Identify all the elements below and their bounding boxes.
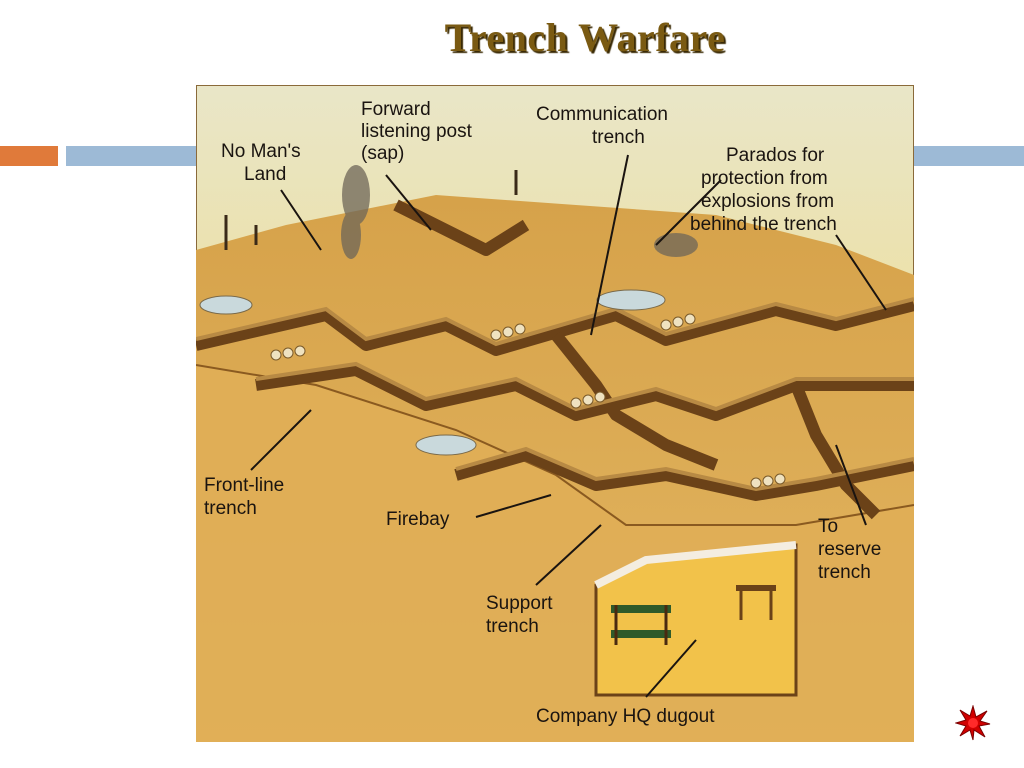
reserve-trench-line [790,382,881,520]
hq-dugout-illustration [594,541,798,697]
communication-trench-line [551,331,719,471]
red-star-burst-icon[interactable] [954,704,991,741]
svg-text:reserve: reserve [818,539,881,560]
svg-text:Company HQ dugout: Company HQ dugout [536,706,715,727]
label-to-reserve-trench: To reserve trench [818,516,881,583]
svg-text:trench: trench [818,562,871,583]
svg-text:Land: Land [244,164,286,185]
svg-text:No Man's: No Man's [221,141,301,162]
svg-text:Firebay: Firebay [386,509,450,530]
svg-text:Communication: Communication [536,104,668,125]
label-communication-trench: Communication trench [536,104,668,148]
svg-text:Forward: Forward [361,99,431,120]
label-support-trench: Support trench [486,593,553,637]
svg-text:Support: Support [486,593,553,614]
svg-text:trench: trench [592,127,645,148]
front-line-trench-line [196,299,914,356]
svg-text:To: To [818,516,838,537]
svg-text:trench: trench [486,616,539,637]
svg-text:Parados for: Parados for [726,145,825,166]
second-trench-line [255,364,914,421]
svg-text:trench: trench [204,498,257,519]
sap-trench-line [393,199,530,256]
svg-text:behind the trench: behind the trench [690,214,837,235]
svg-text:listening post: listening post [361,121,473,142]
support-trench-line [454,449,914,501]
svg-text:explosions from: explosions from [701,191,834,212]
svg-text:Front-line: Front-line [204,475,284,496]
label-front-line-trench: Front-line trench [204,475,284,519]
label-parados: Parados for protection from explosions f… [690,145,837,235]
trench-diagram: No Man's Land Forward listening post (sa… [196,85,914,742]
accent-bar-blue-left [66,146,196,166]
label-forward-listening-post: Forward listening post (sap) [361,99,473,164]
label-no-mans-land: No Man's Land [221,141,301,185]
label-company-hq-dugout: Company HQ dugout [536,706,715,727]
slide-title: Trench Warfare [444,15,726,60]
svg-text:(sap): (sap) [361,143,404,164]
accent-bar-blue-right [914,146,1024,166]
label-firebay: Firebay [386,509,450,530]
svg-text:protection from: protection from [701,168,828,189]
accent-bar-orange [0,146,58,166]
